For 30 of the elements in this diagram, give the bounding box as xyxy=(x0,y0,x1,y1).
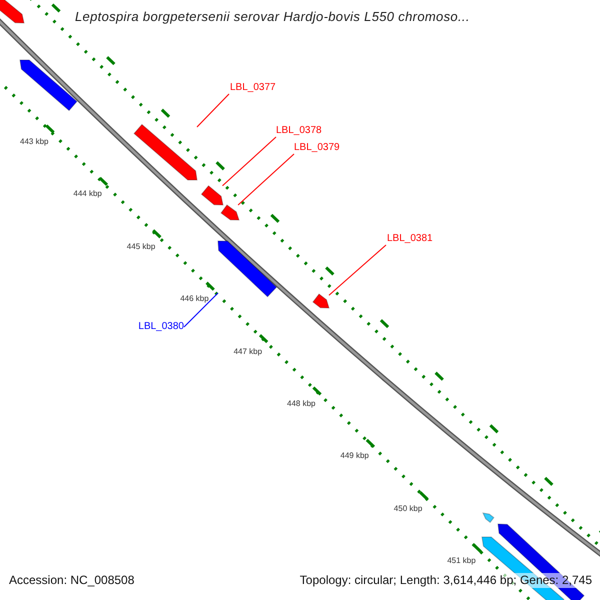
gene-feature xyxy=(220,204,240,220)
gene-feature xyxy=(217,240,278,298)
gene-label: LBL_0379 xyxy=(294,141,340,154)
gene-label: LBL_0377 xyxy=(230,81,276,94)
scale-label: 446 kbp xyxy=(180,294,209,304)
gene-feature xyxy=(0,0,25,24)
genome-info-text: Topology: circular; Length: 3,614,446 bp; Genes: 2,745 xyxy=(300,573,592,588)
leader-line xyxy=(238,154,294,206)
gene-feature xyxy=(482,512,495,524)
scale-label: 447 kbp xyxy=(234,346,262,357)
gene-feature xyxy=(133,124,198,180)
gene-label: LBL_0378 xyxy=(276,124,322,137)
scale-label: 443 kbp xyxy=(20,137,48,147)
scale-label: 450 kbp xyxy=(394,504,422,514)
scale-label: 449 kbp xyxy=(340,451,369,462)
accession-text: Accession: NC_008508 xyxy=(9,573,134,588)
leader-line xyxy=(196,94,230,128)
gene-label: LBL_0381 xyxy=(387,232,433,245)
scale-label: 445 kbp xyxy=(126,242,156,252)
leader-line xyxy=(184,292,218,328)
scale-label: 444 kbp xyxy=(73,189,102,200)
gene-label: LBL_0380 xyxy=(138,320,184,333)
scale-label: 448 kbp xyxy=(287,399,316,409)
leader-line xyxy=(222,136,276,186)
gene-feature xyxy=(200,185,224,206)
leader-line xyxy=(328,244,386,296)
gene-feature xyxy=(312,293,330,309)
title: Leptospira borgpetersenii serovar Hardjo-bovis L550 chromoso... xyxy=(75,9,470,25)
gene-feature xyxy=(19,60,78,112)
scale-label: 451 kbp xyxy=(447,556,476,566)
